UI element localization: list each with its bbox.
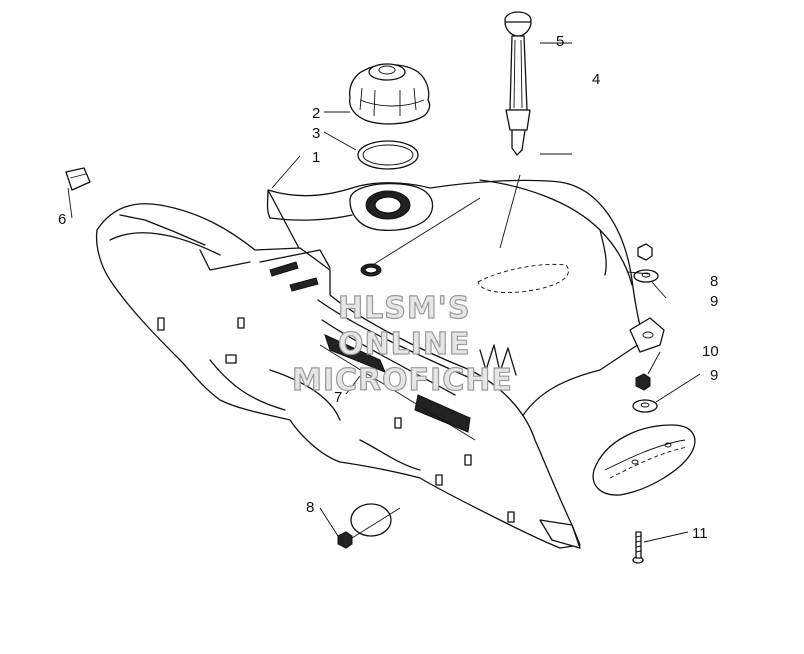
callout-8-lower: 8 <box>306 499 314 516</box>
callout-2: 2 <box>312 105 320 122</box>
callout-10: 10 <box>702 343 719 360</box>
watermark-line-1: HLSM'S <box>338 291 470 326</box>
callout-11: 11 <box>692 525 708 542</box>
fuel-tank <box>266 174 665 421</box>
callout-6: 6 <box>58 211 66 228</box>
callout-1: 1 <box>312 149 320 166</box>
callout-8-right: 8 <box>710 273 718 290</box>
callout-3: 3 <box>312 125 320 142</box>
screw <box>632 531 644 564</box>
tank-pad <box>592 424 696 496</box>
leader-lines <box>67 111 701 543</box>
nut-washer-right <box>632 243 659 413</box>
callout-5: 5 <box>556 33 564 50</box>
callout-9-right-lower: 9 <box>710 367 718 384</box>
watermark: HLSM'S ONLINE MICROFICHE <box>291 290 513 398</box>
fuel-gauge <box>504 11 572 156</box>
callout-7: 7 <box>334 389 342 406</box>
nut-lower <box>337 503 401 549</box>
callout-labels: 1 2 3 4 5 6 7 8 9 10 9 8 11 <box>58 33 719 542</box>
callout-4: 4 <box>592 71 600 88</box>
fuel-cap <box>349 63 431 125</box>
side-shroud <box>95 203 581 549</box>
gasket-ring <box>357 140 419 170</box>
callout-9-right-upper: 9 <box>710 293 718 310</box>
watermark-line-3: MICROFICHE <box>292 363 513 398</box>
watermark-line-2: ONLINE <box>338 327 471 362</box>
clip <box>65 167 91 191</box>
